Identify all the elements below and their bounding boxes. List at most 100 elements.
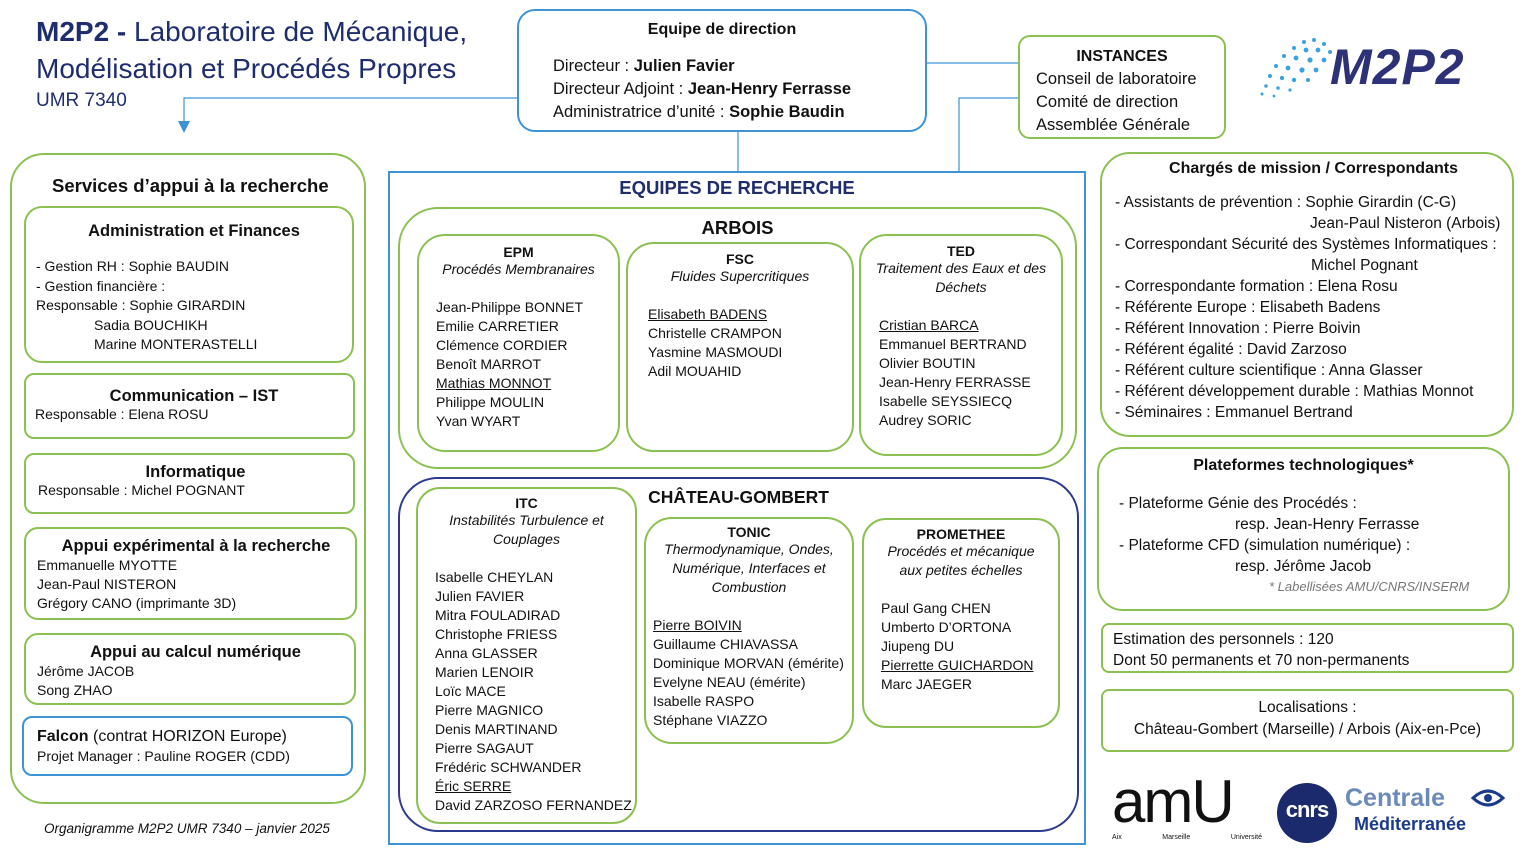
team-leader: Pierrette GUICHARDON xyxy=(881,657,1034,673)
team-code: EPM xyxy=(503,244,534,260)
mission-line: - Référent égalité : David Zarzoso xyxy=(1115,341,1347,358)
team-code: FSC xyxy=(726,251,754,267)
mission-line: - Correspondante formation : Elena Rosu xyxy=(1115,278,1398,295)
instances-title: INSTANCES xyxy=(1076,48,1168,65)
amu-small-text: Aix xyxy=(1112,834,1122,841)
platforms-title: Plateformes technologiques* xyxy=(1193,457,1414,474)
team-member: Loïc MACE xyxy=(435,683,506,699)
instances-item: Comité de direction xyxy=(1036,93,1179,111)
team-member: Yasmine MASMOUDI xyxy=(648,344,783,360)
team-member: Jean-Henry FERRASSE xyxy=(879,374,1031,390)
mission-line: - Correspondant Sécurité des Systèmes In… xyxy=(1115,236,1497,253)
experimental-support-box: Appui expérimental à la recherche Emmanu… xyxy=(24,527,357,620)
team-member: Pierre MAGNICO xyxy=(435,702,544,718)
team-description: Procédés Membranaires xyxy=(442,261,595,277)
team-description: Thermodynamique, Ondes, Numérique, Inter… xyxy=(664,541,834,595)
missions-box: Chargés de mission / Correspondants - As… xyxy=(1100,152,1514,437)
admin-line: - Gestion financière : xyxy=(36,277,166,294)
team-ted: TED Traitement des Eaux et des Déchets C… xyxy=(859,234,1063,456)
team-itc: ITC Instabilités Turbulence et Couplages… xyxy=(416,487,637,824)
team-leader: Éric SERRE xyxy=(435,778,512,794)
team-code: TED xyxy=(947,243,975,259)
team-member: Marien LENOIR xyxy=(435,664,534,680)
team-member: Jean-Philippe BONNET xyxy=(436,299,584,315)
team-member: Clémence CORDIER xyxy=(436,337,568,353)
m2p2-logo: M2P2 xyxy=(1254,30,1514,100)
centrale-logo: Centrale Méditerranée xyxy=(1345,783,1523,845)
team-member: Yvan WYART xyxy=(436,413,521,429)
team-member: Anna GLASSER xyxy=(435,645,538,661)
direction-title: Equipe de direction xyxy=(647,21,797,38)
experimental-member: Grégory CANO (imprimante 3D) xyxy=(37,595,237,611)
missions-title: Chargés de mission / Correspondants xyxy=(1169,160,1458,177)
lab-acronym: M2P2 - xyxy=(36,16,127,47)
team-member: Denis MARTINAND xyxy=(435,721,558,737)
admin-line: Sadia BOUCHIKH xyxy=(94,316,208,333)
instances-item: Assemblée Générale xyxy=(1036,116,1191,134)
experimental-member: Jean-Paul NISTERON xyxy=(37,576,177,592)
team-member: Marc JAEGER xyxy=(881,676,973,692)
team-leader: Elisabeth BADENS xyxy=(648,306,768,322)
mission-line: - Assistants de prévention : Sophie Gira… xyxy=(1115,194,1457,211)
mission-line: - Référente Europe : Elisabeth Badens xyxy=(1115,299,1381,316)
admin-line: Responsable : Sophie GIRARDIN xyxy=(36,297,246,313)
research-teams-box: EQUIPES DE RECHERCHE xyxy=(388,171,1086,845)
platform-line: resp. Jean-Henry Ferrasse xyxy=(1235,516,1420,533)
team-leader: Pierre BOIVIN xyxy=(653,617,742,633)
centrale-emblem-icon xyxy=(1470,789,1506,807)
globe-icon xyxy=(1260,38,1332,98)
mission-line: Jean-Paul Nisteron (Arbois) xyxy=(1310,215,1501,232)
team-code: TONIC xyxy=(727,524,771,540)
experimental-member: Emmanuelle MYOTTE xyxy=(37,557,178,573)
numerical-member: Jérôme JACOB xyxy=(37,663,135,679)
team-member: Stéphane VIAZZO xyxy=(653,712,768,728)
admin-line: - Gestion RH : Sophie BAUDIN xyxy=(36,258,229,274)
informatique-line: Responsable : Michel POGNANT xyxy=(38,482,245,498)
centrale-logo-text: Centrale xyxy=(1345,784,1446,812)
lab-title: M2P2 - Laboratoire de Mécanique, Modélis… xyxy=(36,14,506,114)
team-member: David ZARZOSO FERNANDEZ xyxy=(435,797,632,813)
unit-admin-row: Administratrice d’unité : Sophie Baudin xyxy=(553,103,845,121)
team-tonic: TONIC Thermodynamique, Ondes, Numérique,… xyxy=(644,517,854,744)
team-member: Dominique MORVAN (émérite) xyxy=(653,655,844,671)
chateau-gombert-box: CHÂTEAU-GOMBERT xyxy=(398,477,1079,832)
mission-line: - Séminaires : Emmanuel Bertrand xyxy=(1115,404,1353,421)
centrale-logo-subtext: Méditerranée xyxy=(1354,814,1467,834)
platform-line: - Plateforme Génie des Procédés : xyxy=(1119,495,1357,512)
team-member: Mitra FOULADIRAD xyxy=(435,607,561,623)
team-epm: EPM Procédés Membranaires Jean-Philippe … xyxy=(417,234,620,452)
org-chart-caption: Organigramme M2P2 UMR 7340 – janvier 202… xyxy=(44,821,330,836)
arbois-title: ARBOIS xyxy=(701,217,774,238)
numerical-member: Song ZHAO xyxy=(37,682,113,698)
falcon-subtitle: (contrat HORIZON Europe) xyxy=(88,728,287,745)
mission-line: - Référent Innovation : Pierre Boivin xyxy=(1115,320,1361,337)
lab-title-line1: Laboratoire de Mécanique, xyxy=(134,16,468,47)
team-description: Procédés et mécanique aux petites échell… xyxy=(887,543,1035,578)
direction-box: Equipe de direction Directeur : Julien F… xyxy=(517,9,927,132)
team-member: Umberto D’ORTONA xyxy=(881,619,1012,635)
platforms-box: Plateformes technologiques* - Plateforme… xyxy=(1097,447,1510,611)
mission-line: - Référent développement durable : Mathi… xyxy=(1115,383,1474,400)
services-title: Services d’appui à la recherche xyxy=(52,175,329,196)
amu-small-text: Marseille xyxy=(1162,834,1191,841)
platform-line: resp. Jérôme Jacob xyxy=(1235,558,1372,575)
team-member: Christophe FRIESS xyxy=(435,626,558,642)
informatique-title: Informatique xyxy=(145,463,246,481)
deputy-director-row: Directeur Adjoint : Jean-Henry Ferrasse xyxy=(553,80,852,98)
lab-title-line2: Modélisation et Procédés Propres xyxy=(36,53,457,84)
falcon-title: Falcon xyxy=(37,728,89,745)
instances-item: Conseil de laboratoire xyxy=(1036,70,1197,88)
team-member: Paul Gang CHEN xyxy=(881,600,991,616)
chateau-gombert-title: CHÂTEAU-GOMBERT xyxy=(648,487,829,507)
team-leader: Mathias MONNOT xyxy=(436,375,552,391)
director-row: Directeur : Julien Favier xyxy=(553,57,735,75)
team-member: Isabelle CHEYLAN xyxy=(435,569,554,585)
locations-line: Château-Gombert (Marseille) / Arbois (Ai… xyxy=(1133,721,1482,738)
team-member: Isabelle SEYSSIECQ xyxy=(879,393,1013,409)
team-member: Benoît MARROT xyxy=(436,356,542,372)
instances-box: INSTANCES Conseil de laboratoire Comité … xyxy=(1018,35,1226,139)
cnrs-logo: cnrs xyxy=(1277,783,1337,843)
team-member: Frédéric SCHWANDER xyxy=(435,759,582,775)
team-member: Isabelle RASPO xyxy=(653,693,755,709)
admin-finance-box: Administration et Finances - Gestion RH … xyxy=(24,206,354,363)
